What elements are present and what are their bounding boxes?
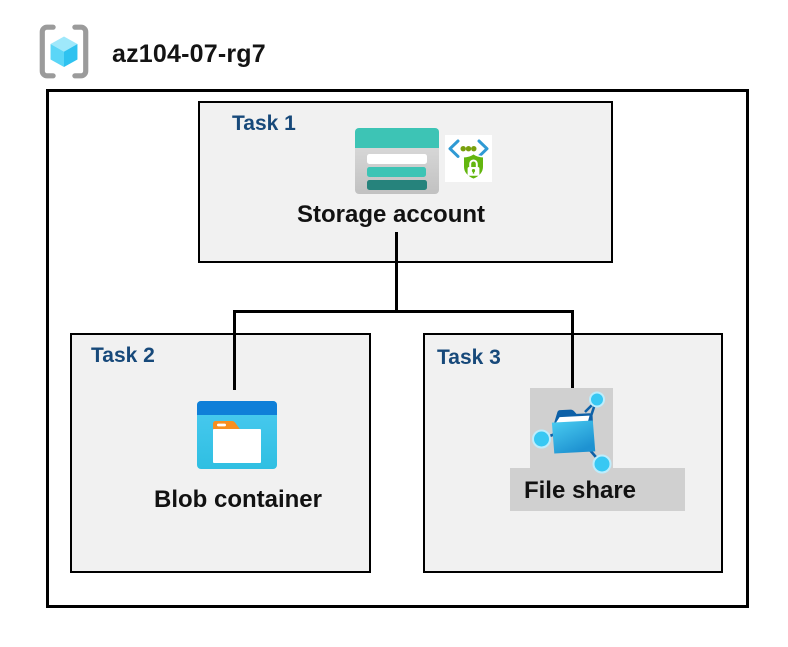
storage-account-icon xyxy=(355,128,439,194)
task-1-label: Task 1 xyxy=(232,112,296,135)
fileshare-label-highlight xyxy=(510,468,685,511)
resource-group-icon xyxy=(39,24,89,79)
task-2-label: Task 2 xyxy=(91,344,155,367)
storage-account-label: Storage account xyxy=(296,201,486,228)
shared-access-signature-icon xyxy=(445,135,492,182)
connector-to-blob xyxy=(233,312,236,390)
file-share-label: File share xyxy=(523,477,637,504)
connector-to-fileshare xyxy=(571,312,574,391)
connector-horizontal xyxy=(233,310,574,313)
task-3-label: Task 3 xyxy=(437,346,501,369)
connector-storage-stem xyxy=(395,232,398,312)
blob-container-icon xyxy=(197,401,277,469)
file-share-icon xyxy=(530,388,613,474)
blob-container-label: Blob container xyxy=(153,486,322,513)
task-box-3: Task 3 xyxy=(423,333,723,573)
resource-group-title: az104-07-rg7 xyxy=(112,40,266,68)
